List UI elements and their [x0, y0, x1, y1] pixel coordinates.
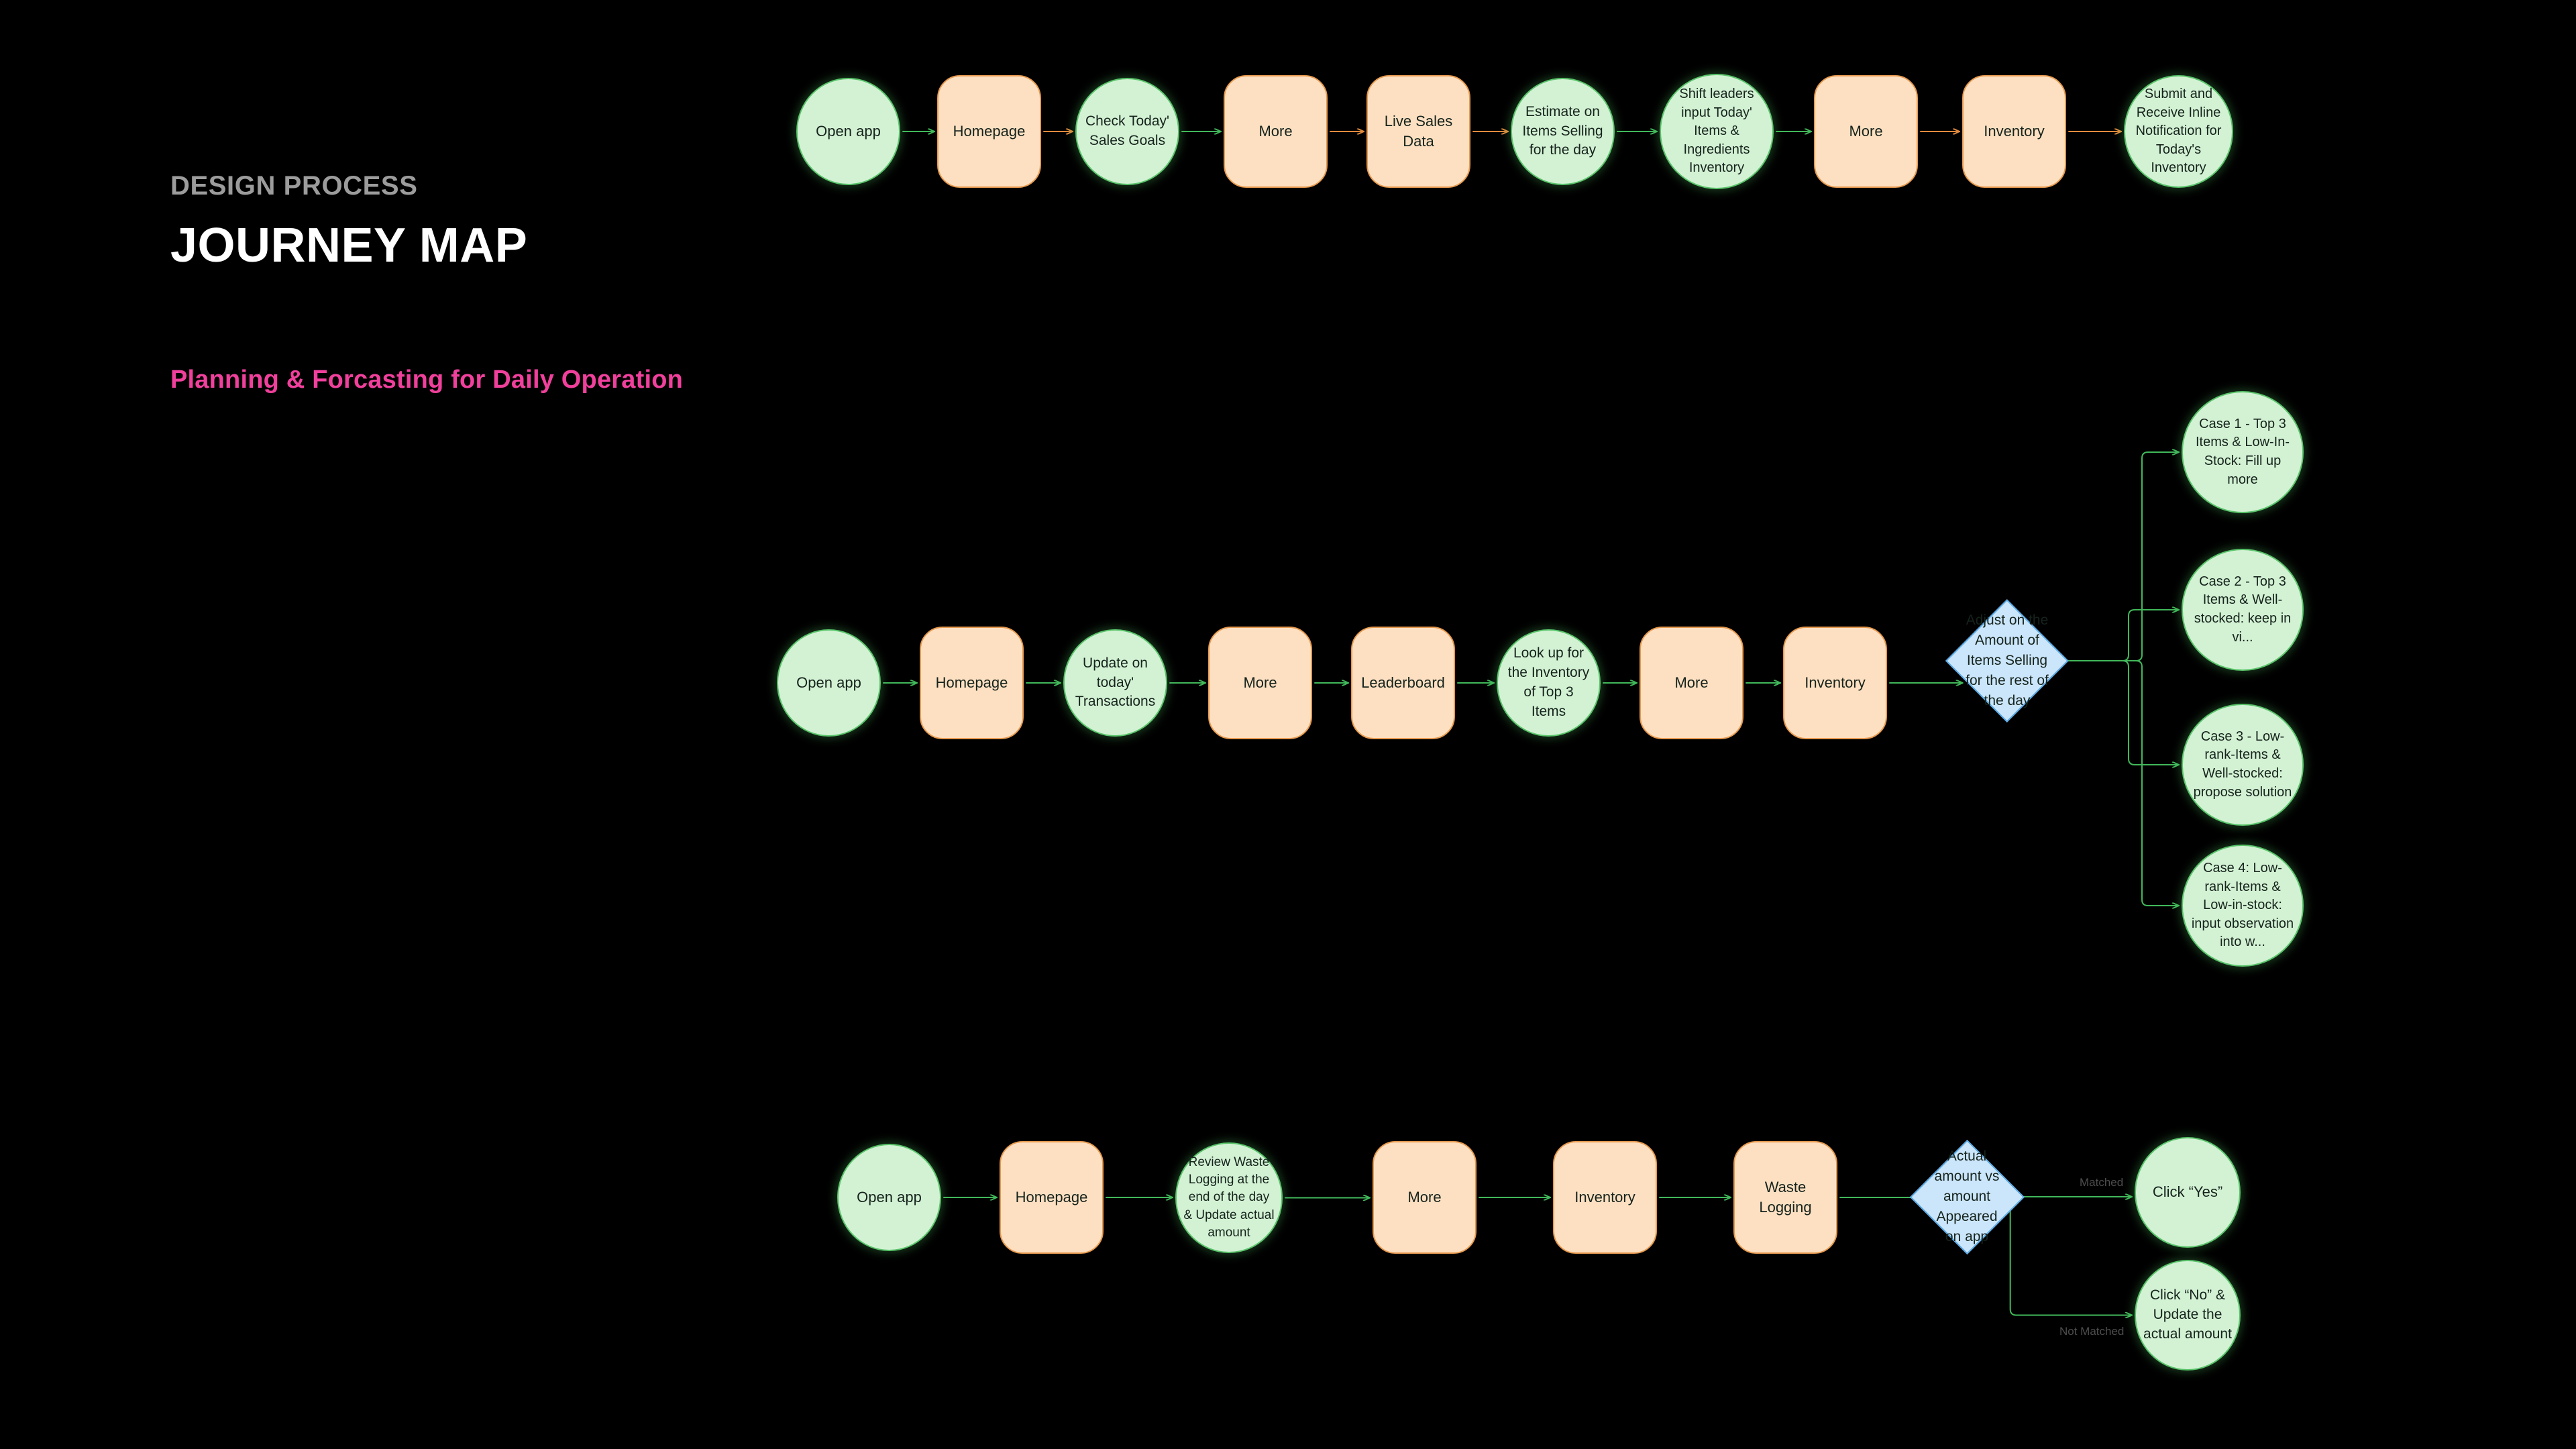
screen-node[interactable]: Inventory	[1962, 75, 2066, 188]
node-label: Adjust on the Amount of Items Selling fo…	[1966, 612, 2049, 708]
node-label: Look up for the Inventory of Top 3 Items	[1507, 645, 1590, 719]
node-label: More	[1258, 122, 1293, 140]
node-label: Waste Logging	[1759, 1178, 1812, 1216]
action-node[interactable]: Shift leaders input Today' Items & Ingre…	[1660, 74, 1774, 189]
edge-paths	[883, 131, 2180, 1316]
edge-connector	[2048, 660, 2180, 906]
action-node[interactable]: Submit and Receive Inline Notification f…	[2124, 75, 2233, 188]
action-node[interactable]: Look up for the Inventory of Top 3 Items	[1497, 629, 1601, 737]
screen-node[interactable]: Inventory	[1783, 627, 1887, 739]
screen-node[interactable]: Homepage	[920, 627, 1024, 739]
node-label: Case 2 - Top 3 Items & Well-stocked: kee…	[2194, 574, 2292, 645]
node-label: Inventory	[1805, 674, 1866, 691]
node-label: Case 1 - Top 3 Items & Low-In-Stock: Fil…	[2195, 416, 2290, 487]
node-label: Submit and Receive Inline Notification f…	[2135, 87, 2222, 176]
action-node[interactable]: Review Waste Logging at the end of the d…	[1175, 1142, 1283, 1253]
action-node[interactable]: Open app	[777, 629, 881, 737]
node-label: More	[1849, 122, 1883, 140]
node-label: Inventory	[1574, 1188, 1635, 1205]
title-block: DESIGN PROCESS JOURNEY MAP	[170, 171, 527, 272]
edge-connector	[2048, 452, 2180, 661]
subtitle-label: Planning & Forcasting for Daily Operatio…	[170, 366, 684, 394]
screen-node[interactable]: More	[1208, 627, 1312, 739]
action-node[interactable]: Update on today' Transactions	[1063, 629, 1167, 737]
lbl-not-matched: Not Matched	[2059, 1325, 2125, 1338]
node-label: Case 3 - Low-rank-Items & Well-stocked: …	[2193, 729, 2292, 800]
node-label: Homepage	[953, 122, 1026, 140]
node-label: Update on today' Transactions	[1075, 655, 1156, 710]
node-label: Leaderboard	[1361, 674, 1445, 691]
screen-node[interactable]: Homepage	[937, 75, 1041, 188]
node-label: Actual amount vs amount Appeared on app	[1934, 1148, 2000, 1244]
screen-node[interactable]: More	[1640, 627, 1743, 739]
edge-connector	[2005, 1196, 2133, 1316]
node-label: Click “No” & Update the actual amount	[2143, 1287, 2232, 1342]
screen-node[interactable]: More	[1814, 75, 1918, 188]
action-node[interactable]: Case 3 - Low-rank-Items & Well-stocked: …	[2182, 704, 2304, 826]
node-label: More	[1243, 674, 1277, 691]
screen-node[interactable]: Live Sales Data	[1366, 75, 1470, 188]
decision-node[interactable]: Adjust on the Amount of Items Selling fo…	[1945, 594, 2069, 728]
action-node[interactable]: Check Today' Sales Goals	[1075, 78, 1179, 185]
action-node[interactable]: Case 1 - Top 3 Items & Low-In-Stock: Fil…	[2182, 391, 2304, 513]
lbl-matched: Matched	[2080, 1176, 2124, 1189]
action-node[interactable]: Estimate on Items Selling for the day	[1511, 78, 1615, 185]
action-node[interactable]: Click “Yes”	[2135, 1137, 2241, 1248]
decision-node[interactable]: Actual amount vs amount Appeared on app	[1909, 1130, 2025, 1264]
node-label: Open app	[816, 122, 881, 140]
node-label: More	[1407, 1188, 1442, 1205]
node-label: Shift leaders input Today' Items & Ingre…	[1679, 87, 1754, 176]
node-label: Case 4: Low-rank-Items & Low-in-stock: i…	[2191, 861, 2294, 950]
node-label: More	[1674, 674, 1709, 691]
screen-node[interactable]: More	[1224, 75, 1328, 188]
screen-node[interactable]: More	[1373, 1141, 1477, 1254]
action-node[interactable]: Open app	[796, 78, 900, 185]
node-label: Open app	[796, 674, 861, 691]
node-label: Check Today' Sales Goals	[1085, 113, 1170, 148]
edge-connector	[2048, 610, 2180, 661]
node-label: Homepage	[935, 674, 1008, 691]
action-node[interactable]: Case 4: Low-rank-Items & Low-in-stock: i…	[2182, 845, 2304, 967]
node-label: Review Waste Logging at the end of the d…	[1183, 1155, 1275, 1240]
action-node[interactable]: Case 2 - Top 3 Items & Well-stocked: kee…	[2182, 549, 2304, 671]
node-label: Open app	[857, 1188, 922, 1205]
node-label: Live Sales Data	[1384, 112, 1453, 150]
screen-node[interactable]: Waste Logging	[1733, 1141, 1837, 1254]
action-node[interactable]: Open app	[837, 1144, 941, 1251]
eyebrow-label: DESIGN PROCESS	[170, 171, 418, 201]
screen-node[interactable]: Leaderboard	[1351, 627, 1455, 739]
screen-node[interactable]: Homepage	[1000, 1141, 1104, 1254]
action-node[interactable]: Click “No” & Update the actual amount	[2135, 1260, 2241, 1371]
node-label: Inventory	[1984, 122, 2045, 140]
edge-connector	[2048, 660, 2180, 765]
node-label: Estimate on Items Selling for the day	[1522, 103, 1603, 158]
screen-node[interactable]: Inventory	[1553, 1141, 1657, 1254]
page-title: JOURNEY MAP	[170, 219, 528, 272]
node-label: Click “Yes”	[2152, 1183, 2223, 1201]
node-label: Homepage	[1015, 1188, 1088, 1205]
